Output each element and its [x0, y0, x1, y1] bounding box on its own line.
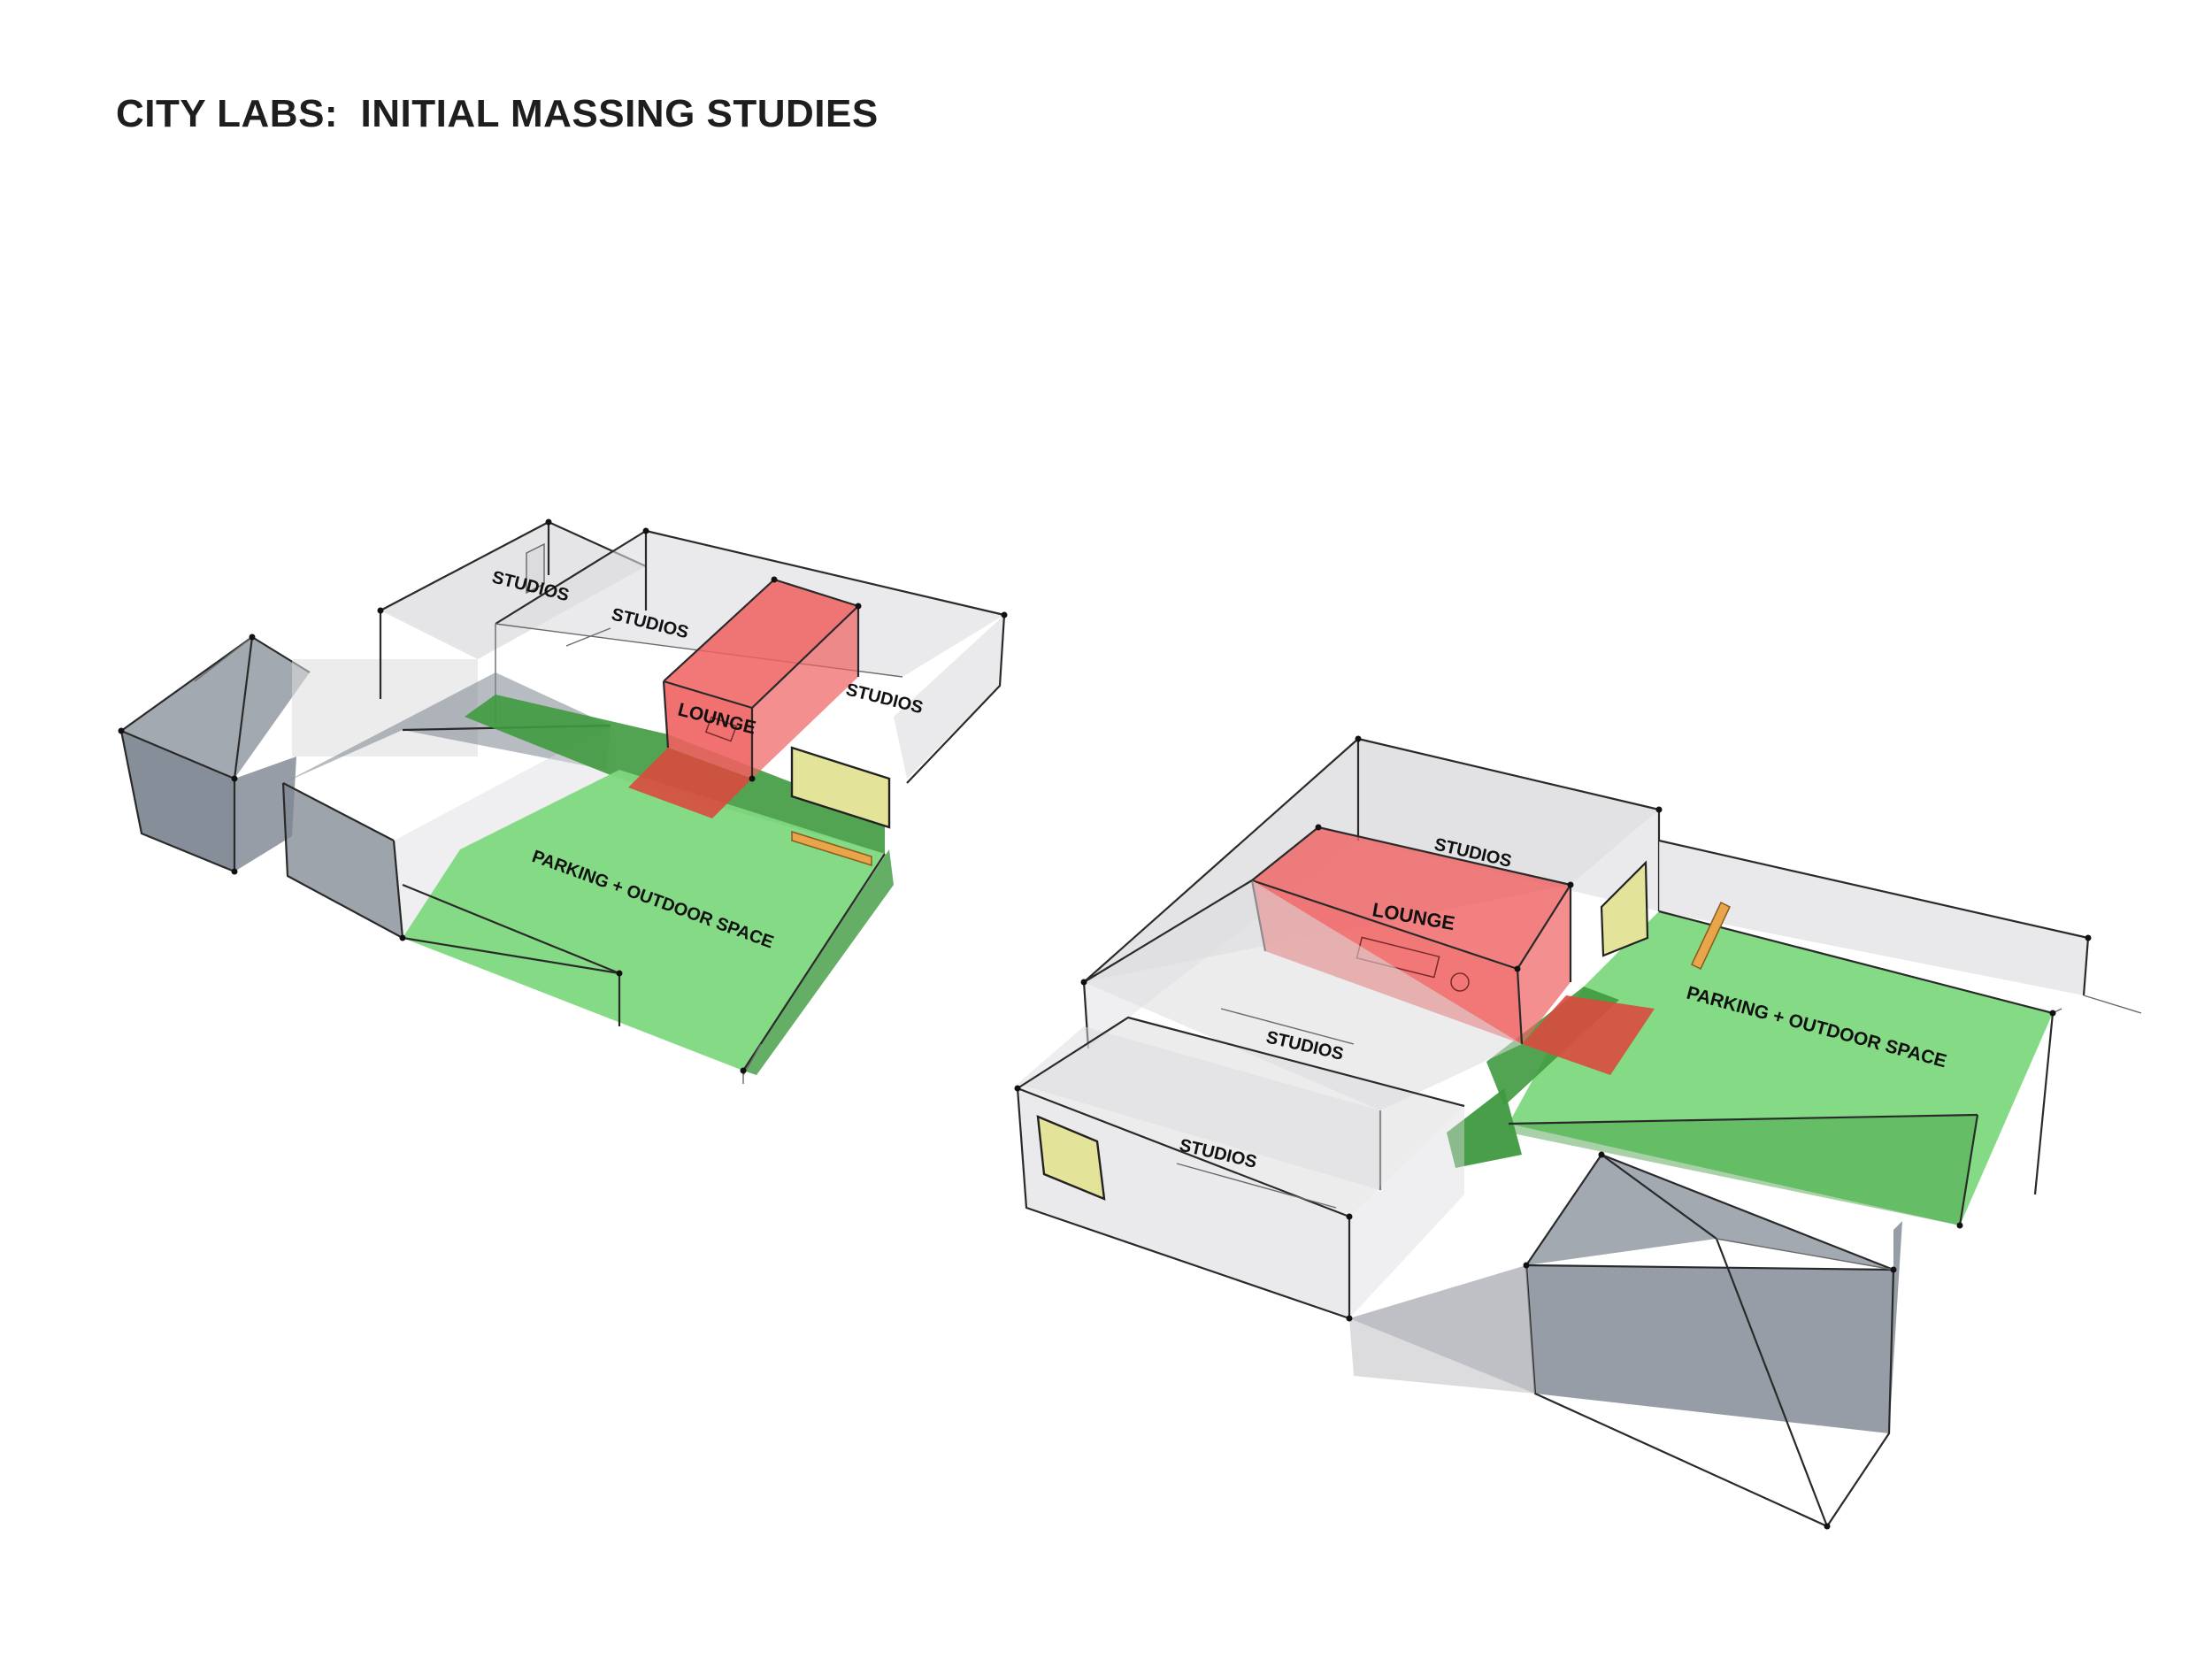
- dark-building-a-top: [283, 672, 611, 783]
- studios-b-front-face: [1018, 1088, 1349, 1318]
- neighbor-building-a-front: [234, 757, 296, 872]
- studios-b-back-side: [1358, 739, 1659, 911]
- parking-field-b-left: [1447, 1088, 1522, 1168]
- lounge-b-side: [1517, 885, 1571, 1044]
- massing-study-b: STUDIOS LOUNGE STUDIOS STUDIOS PARKING +…: [1014, 735, 2142, 1530]
- bench-a: [791, 830, 872, 867]
- back-wall-b-face: [1659, 841, 2088, 995]
- neighbor-building-b-roof: [1526, 1155, 1893, 1270]
- neighbor-building-a: [119, 635, 311, 873]
- studios-b-mid-top: [1084, 880, 1522, 1110]
- lounge-a-top: [664, 580, 858, 708]
- parking-field-a: [403, 770, 885, 1071]
- neighbor-building-b-right: [1889, 1221, 1902, 1433]
- lounge-a-furniture: [704, 716, 738, 742]
- neighbor-building-a-roof: [121, 637, 310, 779]
- page-title: CITY LABS: INITIAL MASSING STUDIES: [116, 92, 879, 135]
- bench-b: [1691, 901, 1731, 971]
- studios-b-front-top: [1018, 1018, 1464, 1217]
- ground-shadow-b: [1349, 1265, 1535, 1394]
- lounge-b-floor: [1522, 995, 1655, 1075]
- window-a: [790, 746, 891, 829]
- chimney-a: [526, 542, 545, 595]
- dark-building-a-front: [283, 783, 403, 938]
- lounge-b-top: [1252, 827, 1571, 969]
- lounge-a-floor: [628, 748, 752, 818]
- lounge-volume-a: [628, 578, 860, 818]
- studios-front-b: [1016, 1016, 1465, 1320]
- parking-field-b: [1509, 911, 2053, 1225]
- parking-field-a-edge: [743, 849, 894, 1075]
- studios-b-front-side: [1349, 1106, 1464, 1318]
- studios-label-a3: STUDIOS: [844, 680, 926, 718]
- studios-box-a1-top: [380, 522, 646, 659]
- lounge-a-front: [664, 681, 752, 779]
- vertex-dots-a: [118, 518, 1008, 1074]
- neighbor-building-b-front: [1526, 1265, 1893, 1433]
- studios-box-a2-right: [894, 615, 1004, 779]
- window-b2: [1600, 860, 1649, 957]
- lounge-a-side: [752, 606, 858, 779]
- window-b: [1036, 1115, 1106, 1201]
- parking-field-b-front: [1509, 1115, 1978, 1225]
- vertex-dots-b: [1014, 735, 2092, 1530]
- lounge-b-chair: [1450, 972, 1470, 992]
- massing-study-a: STUDIOS STUDIOS STUDIOS LOUNGE PARKING +…: [118, 518, 1008, 1084]
